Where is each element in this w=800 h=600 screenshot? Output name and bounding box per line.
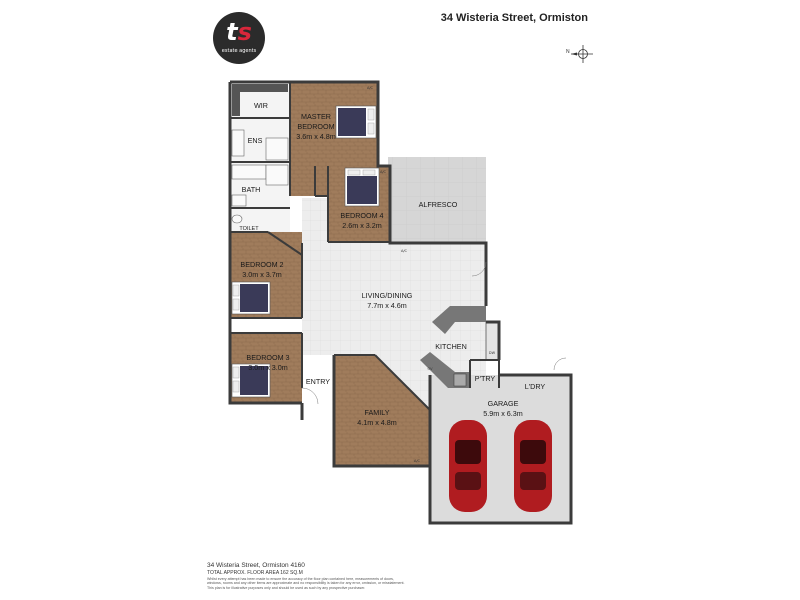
label-laundry: L'DRY <box>525 382 546 391</box>
label-ac-living: A/C <box>401 249 408 253</box>
label-toilet: TOILET <box>239 226 259 232</box>
bedroom4-bed <box>344 167 380 207</box>
bedroom3-bed <box>231 363 271 398</box>
label-bedroom2-dim: 3.0m x 3.7m <box>242 270 282 279</box>
label-garage-dim: 5.9m x 6.3m <box>483 409 523 418</box>
footer-disclaimer: Whilst every attempt has been made to en… <box>207 577 507 590</box>
label-family-name: FAMILY <box>364 408 389 417</box>
label-bedroom3-dim: 3.0m x 3.0m <box>248 363 288 372</box>
family-floor <box>334 355 430 466</box>
ensuite-shower <box>265 137 289 161</box>
logo-subtitle: estate agents <box>221 48 257 54</box>
wir-shelving-side <box>232 84 240 116</box>
label-ac-master: A/C <box>367 86 374 90</box>
entry-door-swing <box>301 387 319 405</box>
footer-floor-area: TOTAL APPROX. FLOOR AREA 162 SQ.M <box>207 570 303 576</box>
main-hall-floor <box>302 198 486 460</box>
bath-vanity <box>231 194 247 207</box>
bedroom2-bed <box>231 281 271 315</box>
cooktop <box>453 373 467 387</box>
bath-shower <box>265 164 289 186</box>
toilet-icon <box>231 214 243 224</box>
logo-mark: ts <box>226 18 252 46</box>
label-garage-name: GARAGE <box>488 399 519 408</box>
ensuite-vanity <box>231 129 245 157</box>
label-bedroom3-name: BEDROOM 3 <box>246 353 289 362</box>
car-right-icon <box>514 420 552 512</box>
label-oven: OV <box>427 367 433 371</box>
car-left-icon <box>449 420 487 512</box>
label-ens: ENS <box>248 136 263 145</box>
label-kitchen: KITCHEN <box>435 342 467 351</box>
disclaimer-line-1: Whilst every attempt has been made to en… <box>207 577 394 581</box>
compass-north-label: N <box>566 49 570 55</box>
label-ac-bed4: A/C <box>380 170 387 174</box>
disclaimer-line-2: windows, rooms and any other items are a… <box>207 581 405 586</box>
master-bed <box>335 105 377 139</box>
label-living-dim: 7.7m x 4.6m <box>367 301 407 310</box>
laundry-door-swing <box>553 357 567 371</box>
label-bath: BATH <box>242 185 261 194</box>
bathtub <box>231 164 267 180</box>
kitchen-bench <box>432 306 486 334</box>
label-living-name: LIVING/DINING <box>362 291 413 300</box>
agency-logo: ts estate agents <box>213 12 265 64</box>
property-address-title: 34 Wisteria Street, Ormiston <box>440 12 588 24</box>
label-bedroom2-name: BEDROOM 2 <box>240 260 283 269</box>
alfresco-floor <box>388 157 486 243</box>
label-entry: ENTRY <box>306 377 330 386</box>
plan-footer: 34 Wisteria Street, Ormiston 4160 TOTAL … <box>207 562 507 590</box>
label-master-dim: 3.6m x 4.8m <box>296 132 336 141</box>
label-master-name: MASTER <box>301 112 331 121</box>
wir-shelving <box>232 84 288 92</box>
disclaimer-line-3: This plan is for illustrative purposes o… <box>207 585 366 590</box>
label-bedroom4-dim: 2.6m x 3.2m <box>342 221 382 230</box>
label-wir: WIR <box>254 101 268 110</box>
label-dishwasher: DW <box>489 351 496 355</box>
footer-address: 34 Wisteria Street, Ormiston 4160 <box>207 562 305 569</box>
compass-icon: N <box>566 44 594 64</box>
label-master-name2: BEDROOM <box>297 122 334 131</box>
label-family-dim: 4.1m x 4.8m <box>357 418 397 427</box>
label-pantry: P'TRY <box>475 374 496 383</box>
alfresco-door-swing <box>471 261 487 277</box>
label-bedroom4-name: BEDROOM 4 <box>340 211 383 220</box>
label-ac-family: A/C <box>414 459 421 463</box>
label-alfresco: ALFRESCO <box>419 200 458 209</box>
